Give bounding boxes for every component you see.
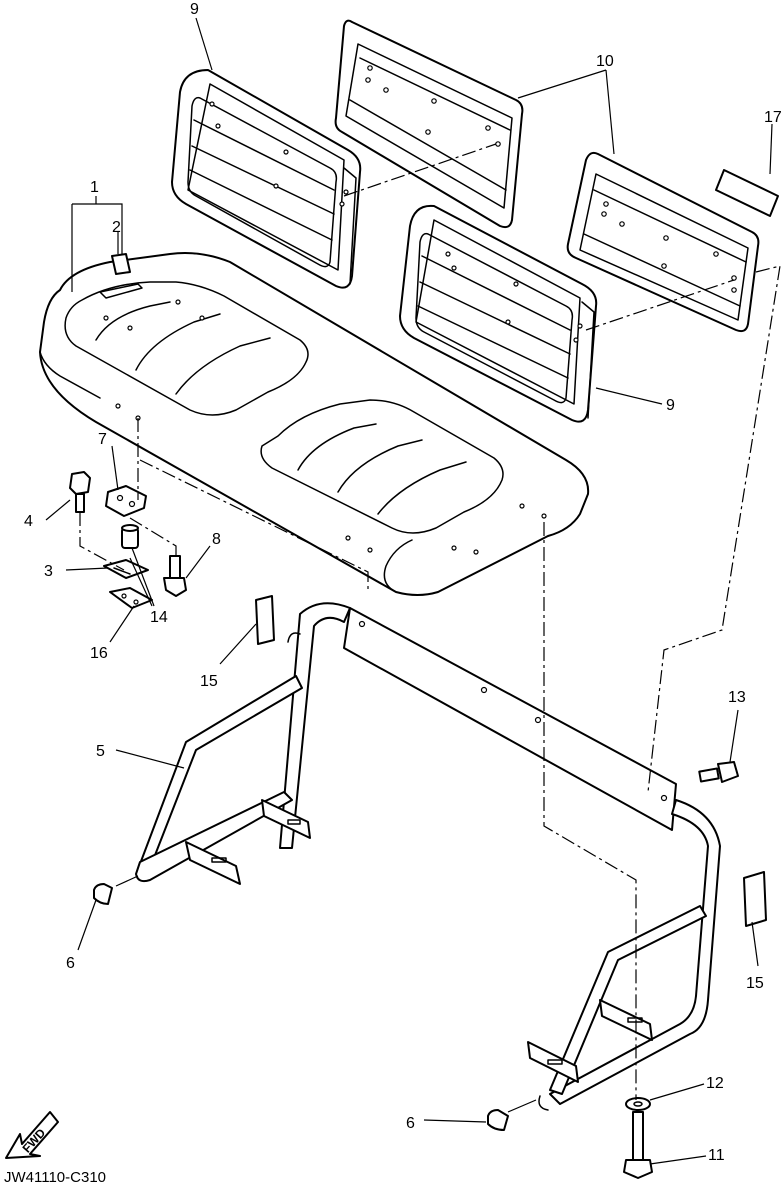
- callout-5: 5: [96, 743, 105, 760]
- callout-11: 11: [708, 1147, 725, 1164]
- callout-15-right: 15: [746, 975, 764, 992]
- cap-6-left: [93, 883, 113, 905]
- callout-8: 8: [212, 531, 221, 548]
- label-17: [715, 169, 779, 217]
- callout-2: 2: [112, 219, 121, 236]
- callout-14: 14: [150, 609, 168, 626]
- backrest-panel-left: [334, 19, 524, 229]
- backrest-cushion-right: [399, 204, 598, 423]
- assembly-lines: [79, 143, 781, 1100]
- bracket-plate: [105, 485, 147, 517]
- seat-frame: [135, 602, 721, 1111]
- label-15b: [743, 871, 767, 927]
- callout-6-bottom: 6: [406, 1115, 415, 1132]
- callout-1: 1: [90, 179, 99, 196]
- callout-7: 7: [98, 431, 107, 448]
- callout-10: 10: [596, 53, 614, 70]
- bolt-4: [69, 471, 91, 513]
- bolt-13: [698, 761, 739, 783]
- callout-17: 17: [764, 109, 782, 126]
- bolt-11: [623, 1111, 653, 1179]
- leader-lines: [45, 17, 773, 1165]
- callout-12: 12: [706, 1075, 724, 1092]
- washer-12: [625, 1097, 651, 1111]
- bolt-8: [163, 555, 187, 597]
- backrest-cushion-left: [171, 69, 362, 289]
- callout-9-top: 9: [190, 1, 199, 18]
- callout-13: 13: [728, 689, 746, 706]
- callout-9-right: 9: [666, 397, 675, 414]
- callout-16: 16: [90, 645, 108, 662]
- collar-14: [121, 524, 139, 549]
- label-15a: [255, 595, 275, 645]
- backrest-panel-right: [566, 151, 760, 333]
- callout-15-left: 15: [200, 673, 218, 690]
- callout-4: 4: [24, 513, 33, 530]
- cap-6-right: [487, 1109, 509, 1131]
- drawing-code: JW41110-C310: [4, 1169, 106, 1185]
- callout-3: 3: [44, 563, 53, 580]
- callout-6-left: 6: [66, 955, 75, 972]
- seat-cushion: [39, 252, 590, 596]
- fwd-arrow-icon: FWD: [5, 1111, 59, 1159]
- callout-labels: 9 10 17 1 2 9 7 4 8 3 14 16 15 13 5 6 15…: [24, 1, 782, 1164]
- decal-small: [111, 253, 131, 275]
